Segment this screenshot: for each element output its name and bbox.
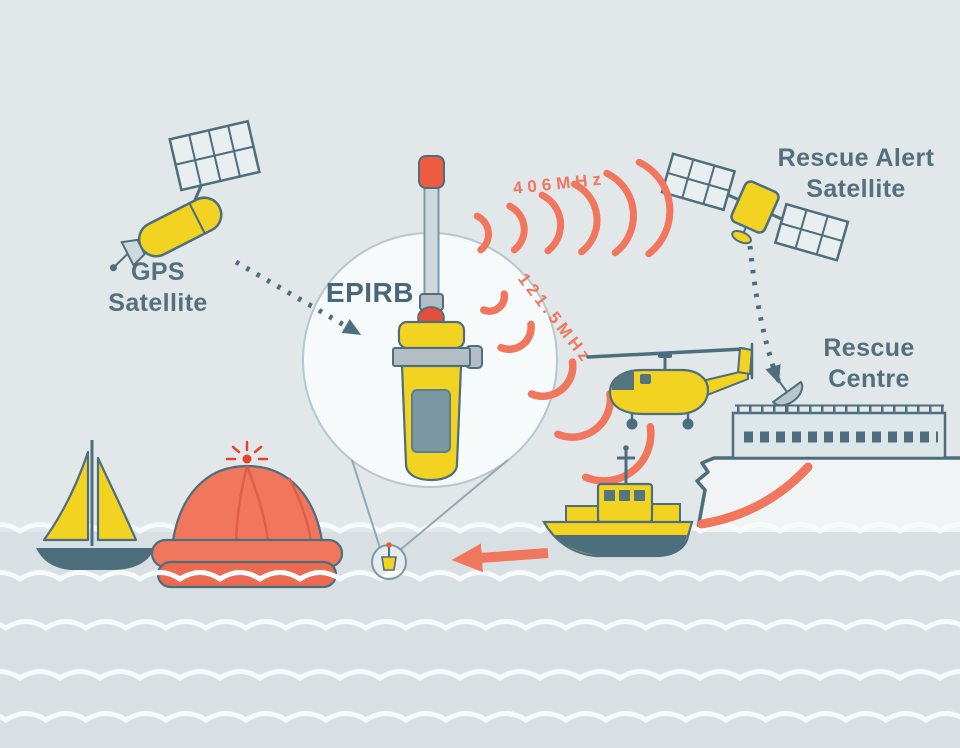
rescue-boat-icon [542, 445, 694, 558]
helicopter-side-window [640, 374, 651, 384]
centre-label-line2: Centre [828, 365, 910, 393]
epirb-top-housing [397, 320, 466, 350]
cliff-face [697, 458, 960, 534]
gps-satellite-icon [109, 119, 261, 272]
epirb-label: EPIRB [326, 277, 414, 308]
gps-antenna [114, 253, 129, 267]
callout-to-sea [351, 459, 509, 580]
epirb-gray-band [392, 347, 471, 367]
floating-epirb-icon [381, 542, 397, 571]
raft-strobe-light [225, 440, 269, 461]
boat-wheelhouse [596, 482, 654, 524]
gps-label-line1: GPS [131, 258, 185, 286]
epirb-callout: EPIRB [302, 155, 558, 488]
epirb-antenna-cap [418, 155, 445, 189]
helicopter-wheel-rear [682, 418, 694, 430]
boat-hull-waterline [553, 535, 687, 555]
rescue-centre [695, 377, 960, 536]
boat-foredeck [565, 505, 599, 523]
sailboat-jib-sail [96, 456, 138, 542]
helicopter-wheel-front [626, 418, 638, 430]
sailboat-main-sail [42, 450, 90, 542]
sailboat-hull [36, 548, 154, 570]
life-raft-icon [150, 440, 344, 589]
alert-dish [731, 230, 752, 245]
helicopter-icon [586, 342, 754, 430]
radio-waves-406 [473, 158, 674, 258]
gps-nozzle [120, 238, 146, 268]
alert-label-line2: Satellite [806, 175, 905, 203]
launch-swoosh [697, 462, 813, 529]
satellite-to-centre-arrow [747, 245, 781, 384]
boat-aft-cabin [651, 503, 681, 523]
centre-label-line1: Rescue [823, 334, 914, 362]
radio-waves-121 [480, 290, 655, 485]
gps-solar-panel [168, 119, 261, 192]
rescue-alert-satellite-icon [660, 152, 850, 262]
helicopter-tail-fin [736, 346, 754, 376]
helicopter-body [608, 368, 710, 416]
alert-solar-panel-left [660, 152, 737, 212]
gps-label-line2: Satellite [108, 289, 207, 317]
helicopter-cockpit-window [612, 372, 634, 390]
sailboat-icon [36, 440, 154, 570]
boat-to-beacon-arrow [451, 543, 549, 573]
alert-solar-panel-right [773, 202, 850, 262]
alert-label-line1: Rescue Alert [778, 144, 935, 172]
alert-body [730, 180, 780, 234]
epirb-device-icon [392, 155, 483, 482]
cliff-outline [695, 456, 960, 536]
epirb-screen [411, 389, 451, 453]
